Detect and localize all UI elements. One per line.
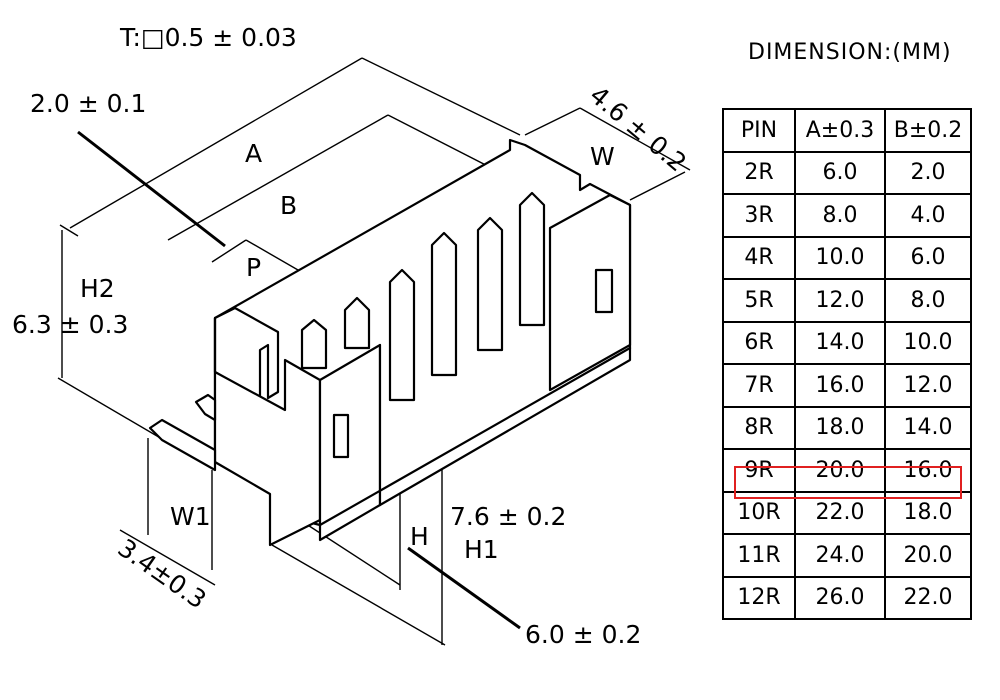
table-cell: 8R — [722, 405, 796, 450]
height-h1-tolerance-label: 7.6 ± 0.2 — [450, 502, 566, 531]
dimension-h2-label: H2 — [80, 274, 115, 303]
thickness-label: T:□0.5 ± 0.03 — [119, 23, 297, 52]
dimension-h1-label: H1 — [464, 535, 499, 564]
table-cell: 12.0 — [884, 363, 972, 408]
table-cell: 6.0 — [794, 150, 886, 195]
table-cell: 5R — [722, 278, 796, 323]
table-cell: 12R — [722, 575, 796, 620]
table-cell: 16.0 — [884, 448, 972, 493]
dimension-title: DIMENSION:(MM) — [748, 40, 952, 65]
dimension-a-label: A — [245, 139, 262, 168]
table-cell: 24.0 — [794, 533, 886, 578]
dimension-b-label: B — [280, 191, 297, 220]
table-cell: 18.0 — [794, 405, 886, 450]
dimension-h-label: H — [410, 522, 429, 551]
dimension-p-label: P — [246, 253, 261, 282]
table-cell: 2R — [722, 150, 796, 195]
table-cell: 20.0 — [884, 533, 972, 578]
table-cell: 11R — [722, 533, 796, 578]
table-header-cell: A±0.3 — [794, 108, 886, 153]
table-cell: 14.0 — [884, 405, 972, 450]
table-cell: 12.0 — [794, 278, 886, 323]
table-cell: 6.0 — [884, 235, 972, 280]
table-cell: 2.0 — [884, 150, 972, 195]
dimension-w1-label: W1 — [170, 502, 211, 531]
table-cell: 20.0 — [794, 448, 886, 493]
height-h2-tolerance-label: 6.3 ± 0.3 — [12, 310, 128, 339]
table-cell: 10.0 — [884, 320, 972, 365]
dimension-w-label: W — [590, 142, 615, 171]
table-cell: 8.0 — [884, 278, 972, 323]
table-cell: 26.0 — [794, 575, 886, 620]
table-cell: 14.0 — [794, 320, 886, 365]
table-cell: 10.0 — [794, 235, 886, 280]
table-header-cell: PIN — [722, 108, 796, 153]
table-cell: 7R — [722, 363, 796, 408]
height-h-tolerance-label: 6.0 ± 0.2 — [525, 620, 641, 649]
pitch-tolerance-label: 2.0 ± 0.1 — [30, 89, 146, 118]
table-cell: 4.0 — [884, 193, 972, 238]
table-cell: 6R — [722, 320, 796, 365]
table-cell: 16.0 — [794, 363, 886, 408]
table-cell: 3R — [722, 193, 796, 238]
table-header-cell: B±0.2 — [884, 108, 972, 153]
highlighted-row-box — [734, 466, 962, 499]
table-cell: 4R — [722, 235, 796, 280]
table-cell: 8.0 — [794, 193, 886, 238]
table-cell: 22.0 — [884, 575, 972, 620]
